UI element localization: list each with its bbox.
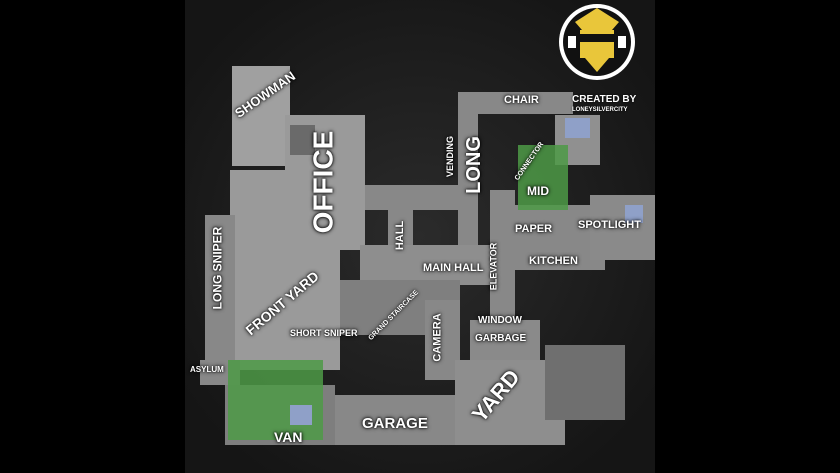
callout-camera: CAMERA (431, 313, 444, 362)
van-zone (228, 360, 323, 440)
callout-office: OFFICE (307, 130, 339, 234)
author-name: LONEYSILVERCITY (572, 107, 628, 113)
callout-main-hall: MAIN HALL (423, 262, 484, 274)
callout-long-sniper: LONG SNIPER (210, 226, 225, 310)
map-floor (200, 66, 655, 445)
objective-zones (228, 118, 643, 440)
callout-window: WINDOW (478, 315, 522, 326)
callout-spotlight: SPOTLIGHT (578, 219, 641, 231)
created-by-label: CREATED BY (572, 94, 637, 105)
callout-paper: PAPER (515, 223, 553, 235)
callout-asylum: ASYLUM (190, 365, 224, 374)
callout-short-sniper: SHORT SNIPER (290, 328, 358, 338)
callout-mid: MID (527, 184, 549, 198)
callout-vending: VENDING (445, 135, 456, 178)
callout-hall: HALL (394, 220, 407, 251)
callout-elevator: ELEVATOR (488, 242, 499, 291)
chair-spawn-marker (565, 118, 590, 138)
callout-van: VAN (274, 429, 303, 445)
callout-chair: CHAIR (504, 94, 539, 106)
side-bar-left (0, 0, 185, 473)
callout-kitchen: KITCHEN (529, 255, 578, 267)
callout-garbage: GARBAGE (475, 333, 527, 344)
van-spawn-marker (290, 405, 312, 425)
author-logo (559, 4, 635, 80)
callout-long: LONG (462, 136, 485, 194)
spotlight-spawn-marker (625, 205, 643, 223)
side-bar-right (655, 0, 840, 473)
callout-garage: GARAGE (362, 415, 428, 432)
mid-zone (518, 145, 568, 210)
